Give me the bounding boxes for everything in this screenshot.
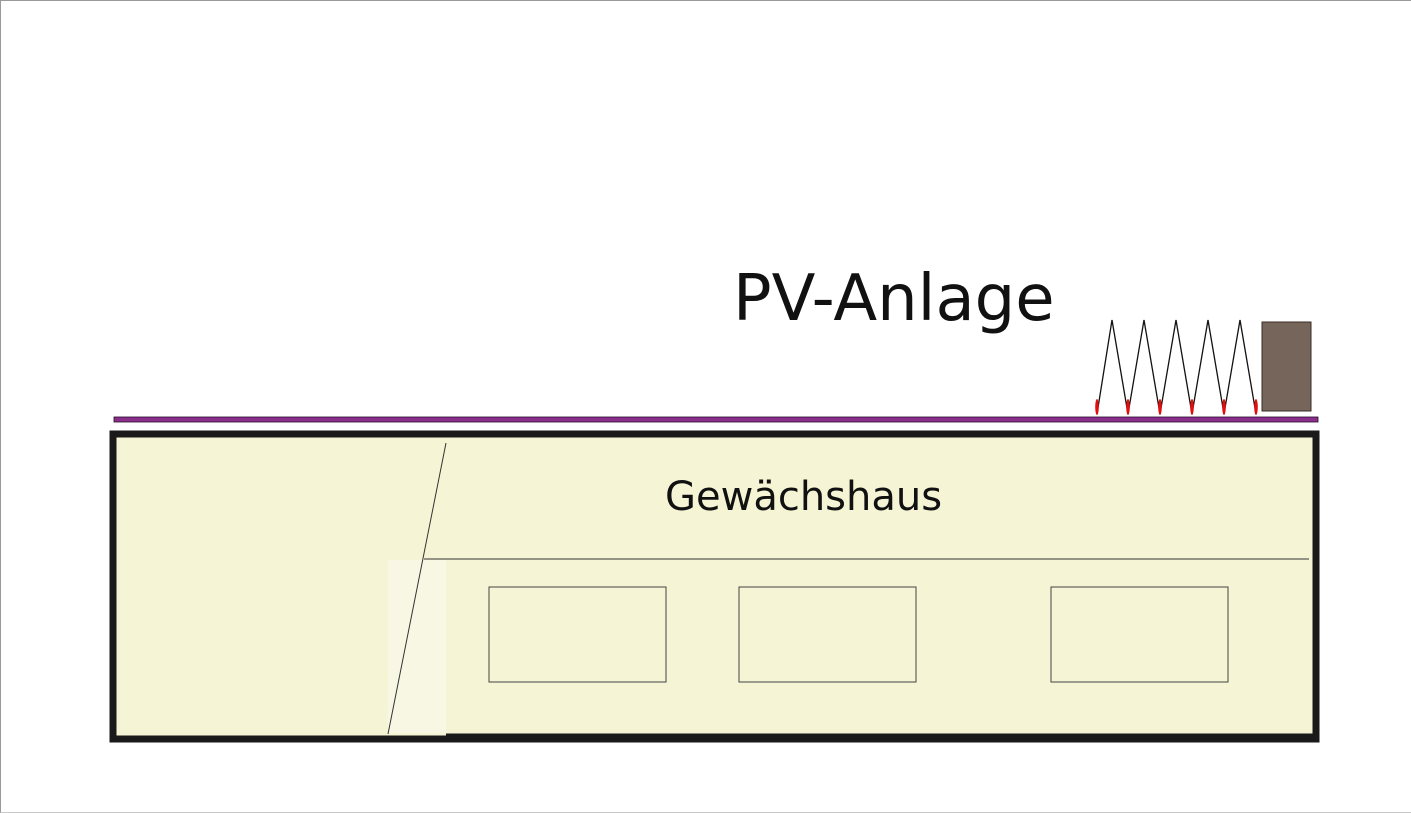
panel-foot-2 bbox=[1126, 399, 1130, 415]
door-panel bbox=[388, 560, 446, 733]
slanted-divider bbox=[387, 442, 447, 735]
zigzag-panels-icon bbox=[1095, 319, 1258, 415]
panel-foot-6 bbox=[1254, 399, 1258, 415]
panel-foot-4 bbox=[1190, 399, 1194, 415]
roof-bar bbox=[113, 416, 1319, 423]
greenhouse-label: Gewächshaus bbox=[665, 474, 942, 520]
panel-foot-5 bbox=[1222, 399, 1226, 415]
plant-bed-2 bbox=[738, 586, 917, 683]
pv-system-label: PV-Anlage bbox=[733, 262, 1055, 336]
panel-foot-3 bbox=[1158, 399, 1162, 415]
plant-bed-1 bbox=[488, 586, 667, 683]
panel-foot-1 bbox=[1095, 399, 1099, 415]
battery-box-icon bbox=[1261, 321, 1312, 412]
plant-bed-3 bbox=[1050, 586, 1229, 683]
